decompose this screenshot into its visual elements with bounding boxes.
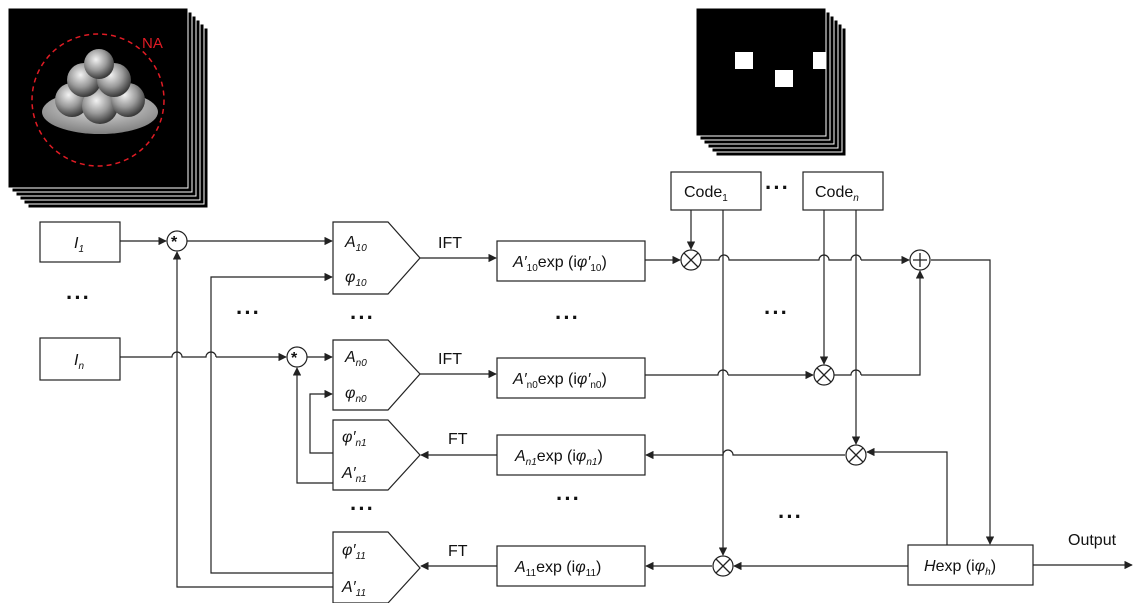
code1-box: Code1 [671, 172, 761, 210]
multiply-operator-n1 [846, 445, 866, 465]
multiply-operator-n0 [814, 365, 834, 385]
field-n1-box: An1exp (iφn1) [497, 435, 645, 475]
ellipsis-fields-2: ··· [556, 486, 581, 511]
code-mask-square [735, 52, 753, 69]
combiner-11: φ′11 A′11 [333, 532, 420, 603]
svg-text:*: * [291, 350, 298, 367]
code-mask-square [775, 70, 793, 87]
sum-operator [910, 250, 930, 270]
hologram-box: Hexp (iφh) [908, 545, 1033, 585]
ft-label-2: FT [448, 543, 468, 560]
code-mask-stack [696, 8, 846, 156]
ellipsis-combiners-1: ··· [350, 305, 375, 330]
ft-label-1: FT [448, 431, 468, 448]
field-10-box: A′10exp (iφ′10) [497, 241, 645, 281]
coden-box: Coden [803, 172, 883, 210]
field-n0-box: A′n0exp (iφ′n0) [497, 358, 645, 398]
combiner-10: A10 φ10 [333, 222, 420, 294]
convolve-operator-1: * [167, 231, 187, 251]
ellipsis-codes: ··· [765, 175, 790, 200]
combiner-n0: An0 φn0 [333, 340, 420, 410]
multiply-operator-11 [713, 556, 733, 576]
field-11-box: A11exp (iφ11) [497, 546, 645, 586]
ellipsis-left: ··· [236, 300, 261, 325]
svg-text:*: * [171, 234, 178, 251]
na-label: NA [142, 35, 163, 52]
ift-label-2: IFT [438, 351, 462, 368]
input-i1-box: I1 [40, 222, 120, 262]
output-label: Output [1068, 532, 1117, 549]
ellipsis-inputs: ··· [66, 285, 91, 310]
input-in-box: In [40, 338, 120, 380]
convolve-operator-n: * [287, 347, 307, 367]
ellipsis-fields-1: ··· [555, 305, 580, 330]
ellipsis-right-2: ··· [778, 504, 803, 529]
ellipsis-combiners-2: ··· [350, 496, 375, 521]
multiply-operator-10 [681, 250, 701, 270]
combiner-n1: φ′n1 A′n1 [333, 420, 420, 490]
ift-label-1: IFT [438, 235, 462, 252]
ellipsis-right-1: ··· [764, 300, 789, 325]
code-mask-square [813, 52, 826, 69]
object-image-stack: NA [8, 8, 208, 208]
